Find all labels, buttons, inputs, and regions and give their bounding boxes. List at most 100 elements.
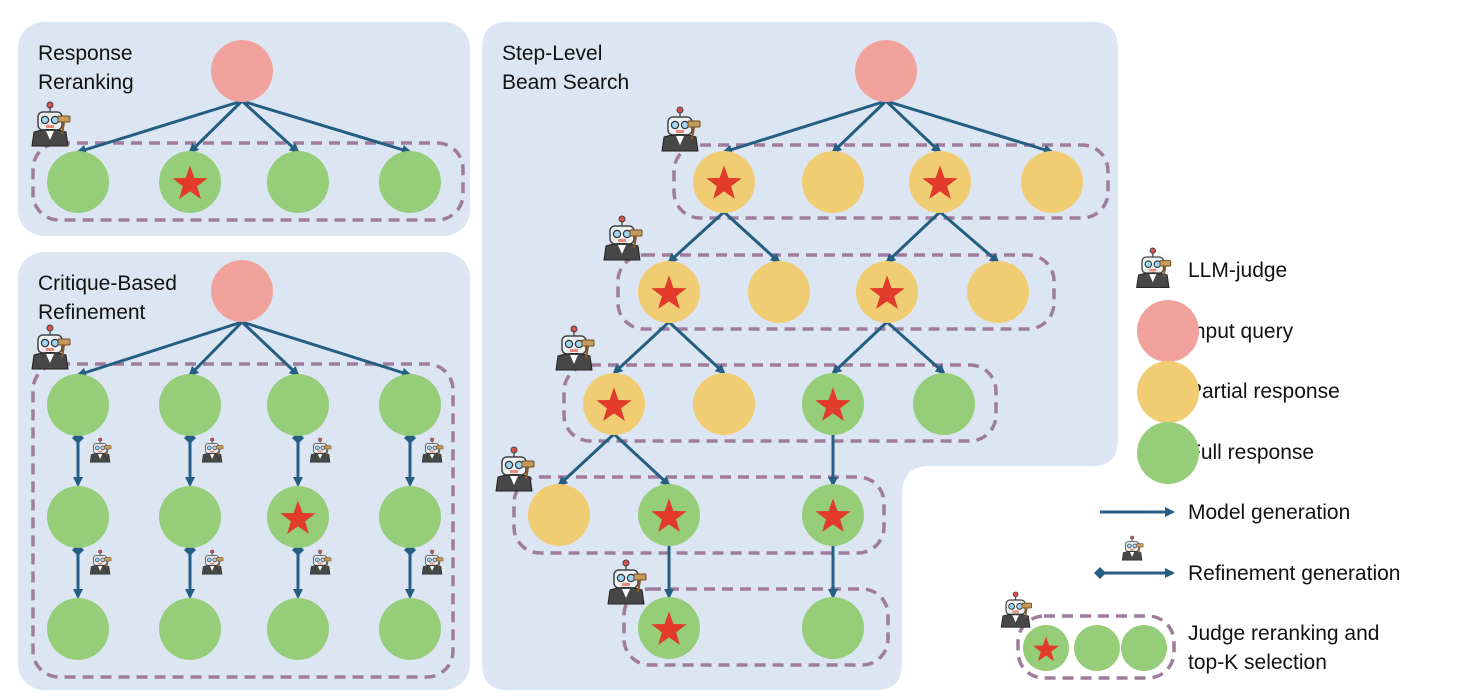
partial-response-node [967, 261, 1029, 323]
input-query-node [211, 40, 273, 102]
robe-collar [622, 589, 630, 598]
node-circle [159, 486, 221, 548]
robot-judge-icon [31, 324, 71, 370]
gavel-head [521, 460, 535, 468]
robot-eye [616, 573, 626, 583]
robot-judge-icon [607, 559, 647, 605]
generation-arrow [667, 210, 726, 264]
node-circle [159, 598, 221, 660]
full-response-node [159, 598, 221, 660]
gavel-head [324, 445, 332, 450]
gavel-head [581, 339, 595, 347]
robot-mouth [317, 450, 323, 453]
robe-collar [1012, 615, 1019, 623]
node-circle [211, 40, 273, 102]
robot-mouth [622, 583, 630, 586]
antenna-tip [98, 549, 103, 554]
gavel-head [216, 445, 224, 450]
panel-title-reranking-line1: Response [38, 42, 133, 65]
partial-response-node [638, 261, 700, 323]
full-response-node [159, 486, 221, 548]
gavel-handle [1162, 265, 1167, 277]
generation-arrow [76, 320, 243, 378]
robot-eye [95, 557, 100, 563]
antenna-tip [46, 324, 54, 332]
gavel-head [104, 557, 112, 562]
partial-response-node [693, 151, 755, 213]
node-circle [379, 151, 441, 213]
antenna-tip [318, 437, 323, 442]
generation-arrow [241, 320, 412, 378]
full-response-node [47, 486, 109, 548]
antenna-tip [98, 437, 103, 442]
star-icon [280, 500, 316, 534]
gavel-head [1021, 602, 1033, 609]
node-circle [1137, 300, 1199, 362]
node-circle [528, 484, 590, 546]
antenna-tip [210, 437, 215, 442]
generation-arrow [557, 432, 616, 487]
gavel-head [1136, 543, 1144, 548]
selection-box [31, 362, 455, 679]
selection-box [1016, 614, 1176, 680]
panel-title-reranking-line2: Reranking [38, 71, 134, 94]
node-circle [379, 598, 441, 660]
gavel-handle [438, 448, 441, 456]
robe-collar [429, 565, 435, 571]
antenna-tip [318, 549, 323, 554]
selection-box [616, 253, 1056, 331]
legend-full-response-swatch [1137, 422, 1199, 484]
node-circle [1137, 422, 1199, 484]
robot-judge-icon [421, 549, 444, 575]
star-icon [815, 498, 851, 532]
robot-eye [207, 445, 212, 451]
robot-judge-icon [201, 549, 224, 575]
gavel-handle [438, 560, 441, 568]
node-circle [47, 374, 109, 436]
generation-arrow [939, 210, 1000, 264]
antenna-tip [676, 106, 684, 114]
full-response-node [638, 484, 700, 546]
robot-eye [504, 460, 514, 470]
gavel-head [216, 557, 224, 562]
full-response-node [802, 373, 864, 435]
full-response-node [47, 374, 109, 436]
gavel-handle [690, 126, 696, 140]
generation-arrow [188, 320, 244, 377]
robe-collar [209, 565, 215, 571]
robot-eye [427, 445, 432, 451]
generation-arrow [612, 432, 671, 487]
panel-critique-refinement [18, 252, 470, 690]
robot-judge-icon [661, 106, 701, 152]
full-response-node [638, 597, 700, 659]
robot-mouth [429, 450, 435, 453]
star-icon [651, 498, 687, 532]
gavel-handle [326, 560, 329, 568]
selection-box [672, 143, 1110, 220]
antenna-tip [1130, 535, 1135, 540]
panel-title-beam-line1: Step-Level [502, 42, 602, 65]
full-response-node [47, 598, 109, 660]
partial-response-node [1021, 151, 1083, 213]
gavel-head [324, 557, 332, 562]
generation-arrow [831, 99, 888, 154]
star-icon [172, 165, 208, 199]
node-circle [1121, 625, 1167, 671]
gavel-handle [218, 448, 221, 456]
input-query-node [855, 40, 917, 102]
full-response-node [913, 373, 975, 435]
full-response-node [47, 151, 109, 213]
robot-mouth [1149, 268, 1157, 272]
node-circle [47, 598, 109, 660]
full-response-node [379, 151, 441, 213]
star-icon [922, 165, 958, 199]
gavel-handle [60, 344, 66, 358]
node-circle [47, 486, 109, 548]
node-circle [1074, 625, 1120, 671]
generation-arrow [722, 99, 887, 155]
robot-judge-icon [309, 549, 332, 575]
robot-judge-icon [309, 437, 332, 463]
node-circle [1021, 151, 1083, 213]
gavel-head [104, 445, 112, 450]
